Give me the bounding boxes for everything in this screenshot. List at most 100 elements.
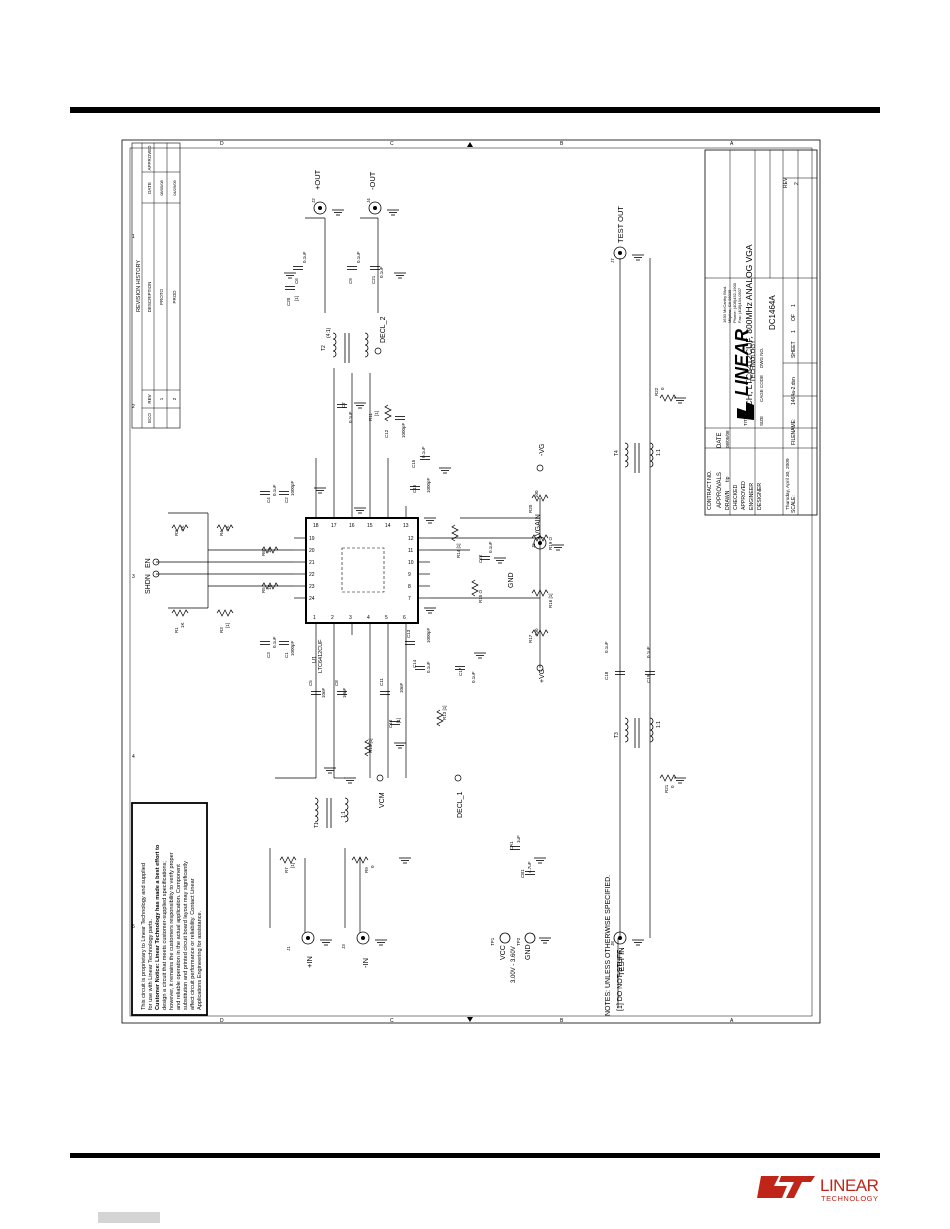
svg-text:C8: C8 <box>334 680 339 686</box>
svg-text:C2: C2 <box>284 497 289 503</box>
resistor-ref: R3 <box>219 627 224 633</box>
svg-text:0.1uF: 0.1uF <box>488 541 493 553</box>
ic-pin-label: 2 <box>331 615 334 621</box>
vcc-range: 3.00V - 3.60V <box>511 946 517 983</box>
cage-label: CAGE CODE <box>759 375 764 402</box>
svg-text:J4: J4 <box>366 198 371 203</box>
revision-title: REVISION HISTORY <box>136 260 142 312</box>
resistor-ref: R2 <box>174 530 179 536</box>
resistor-ref: R11 <box>368 413 373 421</box>
grid-label: 3 <box>132 574 135 580</box>
grid-label: B <box>560 1018 564 1024</box>
svg-text:J7: J7 <box>610 258 615 263</box>
resistor-value: 1K <box>180 525 185 531</box>
svg-text:[1]: [1] <box>294 296 299 301</box>
connector-j2: J2 +OUT <box>311 169 345 216</box>
dwg-label: DWG NO. <box>759 348 764 368</box>
svg-text:J5: J5 <box>531 543 536 548</box>
port-label: GND <box>525 944 532 960</box>
grid-label: 5 <box>132 924 135 930</box>
port-label: TEST OUT <box>616 206 625 243</box>
resistor-ref: R14 [1] <box>456 543 461 558</box>
ic-pin-label: 10 <box>408 560 414 566</box>
svg-text:1000pF: 1000pF <box>426 477 431 493</box>
port-label: +OUT <box>313 169 322 190</box>
svg-text:1uF: 1uF <box>516 835 521 843</box>
resistor-ref: R17 <box>528 634 533 643</box>
company-addr: Milpitas, CA 95035 <box>727 289 732 323</box>
ic-pin-label: 4 <box>367 615 370 621</box>
svg-text:C3: C3 <box>266 652 271 658</box>
ic-pin-label: 17 <box>331 523 337 529</box>
resistor-ref: R4 <box>219 530 224 536</box>
date-printed: Thursday, April 30, 2009 <box>785 458 791 510</box>
svg-text:C15: C15 <box>411 459 416 468</box>
dwg-number: DC1464A <box>768 295 777 330</box>
resistors: R1 1K R2 1K R3 [1] R4 1K R5 1K R6 1K R7 … <box>171 387 677 873</box>
svg-text:C22: C22 <box>478 554 483 563</box>
svg-text:0.1uF: 0.1uF <box>272 484 277 496</box>
resistor-value: [1] <box>290 863 295 868</box>
size-label: SIZE <box>759 416 764 426</box>
port-label: VCC <box>500 945 507 960</box>
terminals: SHDN EN VCM DECL_1 DECL_2 +VG -VG GND <box>145 316 546 818</box>
approvals-label: APPROVALS <box>717 472 723 508</box>
transformer-t3: T3 1:1 <box>614 717 662 748</box>
grid-label: C <box>390 1018 394 1024</box>
frame-border <box>121 139 821 1024</box>
resistor-ref: R16 [1] <box>548 593 553 608</box>
svg-text:4.7uF: 4.7uF <box>527 861 532 873</box>
company-fax: Fax: (408)434-0507 <box>737 287 742 323</box>
title-label: TITLE <box>743 414 748 426</box>
drawn-value: tip <box>725 476 731 482</box>
svg-text:C4: C4 <box>266 497 271 503</box>
grid-label: 4 <box>132 754 135 760</box>
ic-pin-label: 16 <box>349 523 355 529</box>
port-label: +IN <box>305 956 314 968</box>
logo-word: LINEAR <box>732 329 752 396</box>
svg-text:TP2: TP2 <box>516 937 521 946</box>
svg-text:C12: C12 <box>384 429 389 438</box>
ic-pin-label: 14 <box>385 523 391 529</box>
resistor-value: 0 <box>670 785 675 788</box>
scale-label: SCALE: <box>791 495 797 513</box>
svg-text:substitution and printed circu: substitution and printed circuit board l… <box>183 861 189 1010</box>
resistor-value: 100 <box>534 628 539 636</box>
resistor-ref: R22 <box>654 387 659 396</box>
svg-text:CB1: CB1 <box>520 869 525 878</box>
grid-label: D <box>220 141 224 147</box>
svg-text:T3: T3 <box>614 732 620 738</box>
transformer-t4: T4 1:1 <box>614 442 662 473</box>
svg-text:J3: J3 <box>341 944 346 949</box>
of-label: OF <box>791 314 797 321</box>
ic-ref: U1 <box>312 656 318 663</box>
svg-text:for use with Linear Technology: for use with Linear Technology parts. <box>148 919 154 1010</box>
svg-text:C7: C7 <box>341 402 346 408</box>
svg-text:C6: C6 <box>294 278 299 284</box>
designer-label: DESIGNER <box>757 483 763 510</box>
approved-label: APPROVED <box>741 481 747 510</box>
port-label: TEST IN <box>617 947 626 976</box>
date-label: DATE <box>717 432 723 448</box>
ground-symbols <box>283 272 687 864</box>
capacitors: C1 1000pF C2 1000pF C3 0.1uF C4 0.1uF C5… <box>259 251 656 878</box>
resistor-ref: R21 <box>664 784 669 793</box>
ic-pin-label: 7 <box>408 596 411 602</box>
notice-text: This circuit is proprietary to Linear Te… <box>141 844 203 1010</box>
svg-text:[1]: [1] <box>396 718 401 723</box>
checked-label: CHECKED <box>733 484 739 510</box>
company-addr: 1630 McCarthy Blvd. <box>722 286 727 323</box>
svg-text:1000pF: 1000pF <box>290 640 295 656</box>
port-label: VCM <box>379 792 386 808</box>
svg-text:C14: C14 <box>412 659 417 668</box>
ic-u1: 1 2 3 4 5 6 13 14 15 16 17 18 24 23 22 2… <box>294 506 430 673</box>
svg-text:0.1uF: 0.1uF <box>348 411 353 423</box>
svg-text:C10: C10 <box>388 719 393 728</box>
svg-text:T1: T1 <box>314 822 320 828</box>
grid-label: 1 <box>132 234 135 240</box>
svg-text:Applications Engineering for a: Applications Engineering for assistance. <box>197 910 203 1010</box>
svg-text:1:1: 1:1 <box>341 811 347 818</box>
grid-label: C <box>390 141 394 147</box>
ic-pin-label: 22 <box>309 572 315 578</box>
ic-pin-label: 6 <box>403 615 406 621</box>
